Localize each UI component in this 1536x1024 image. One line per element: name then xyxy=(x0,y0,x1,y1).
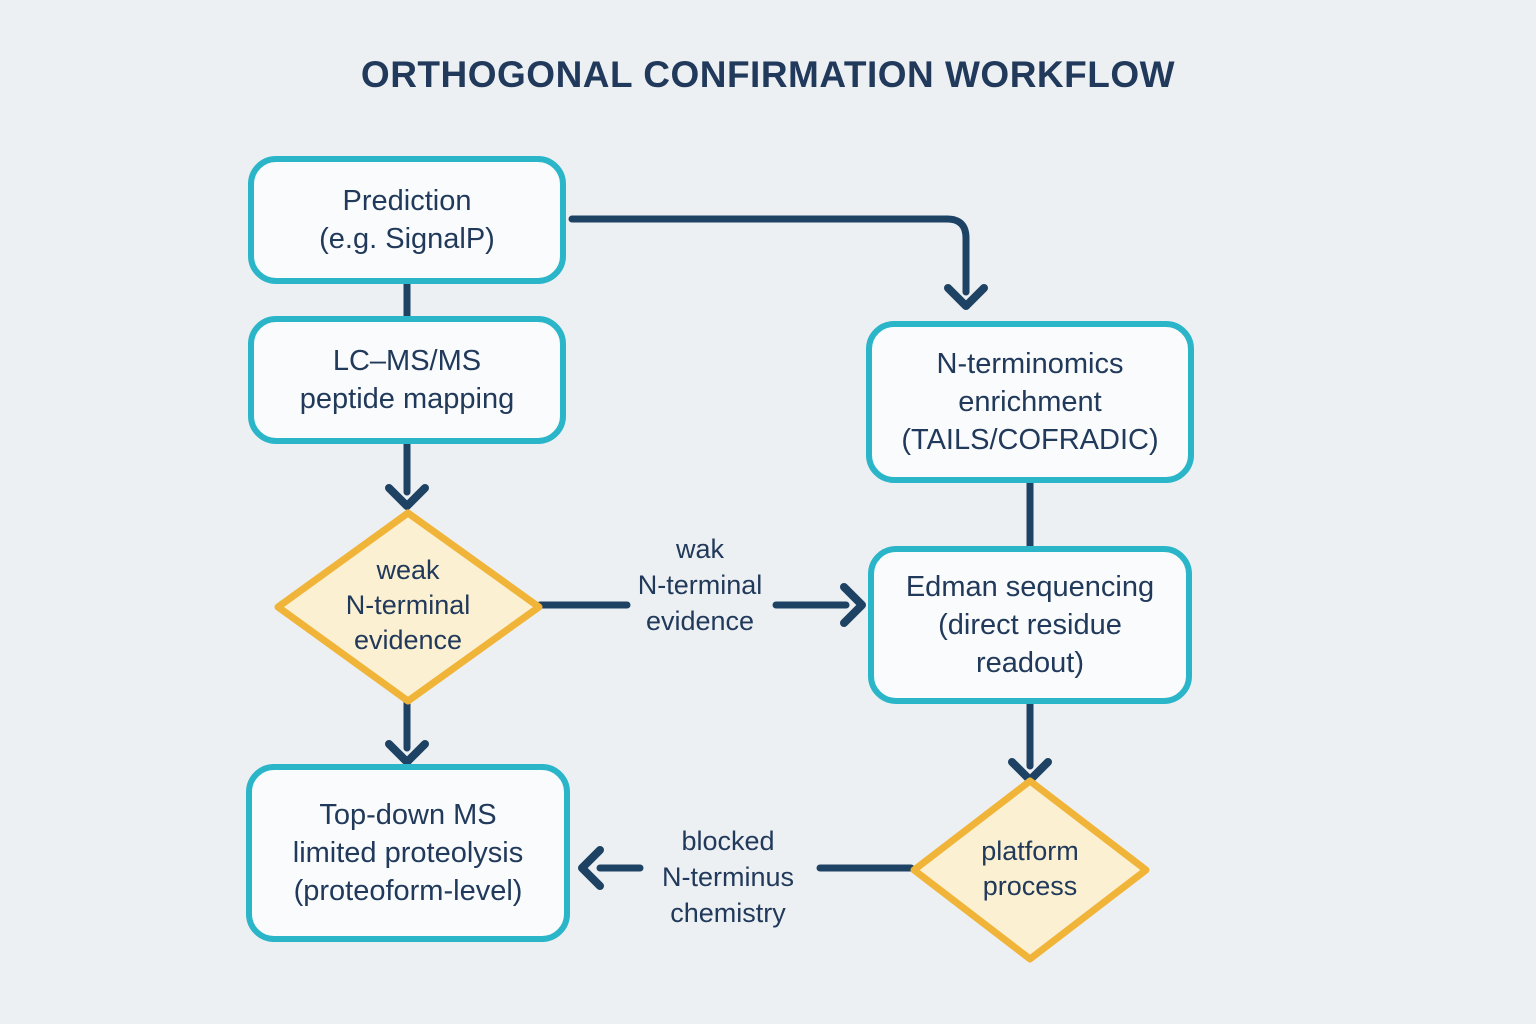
node-lcms-peptide-mapping: LC–MS/MS peptide mapping xyxy=(248,316,566,444)
node-nterminomics-enrichment: N-terminomics enrichment (TAILS/COFRADIC… xyxy=(866,321,1194,483)
text-line: chemistry xyxy=(670,898,786,928)
text-line: N-terminomics xyxy=(936,348,1124,380)
arrow-prediction-to-nterminomics xyxy=(568,215,970,296)
edge-label-weak-to-edman: wak N-terminal evidence xyxy=(600,531,800,639)
diagram-title: ORTHOGONAL CONFIRMATION WORKFLOW xyxy=(360,54,1176,95)
arrowhead-down-icon xyxy=(944,284,988,310)
text-line: evidence xyxy=(645,606,755,636)
decision-weak-evidence-label: weak N-terminal evidence xyxy=(298,553,518,658)
text-line: platform xyxy=(981,836,1079,866)
text-line: enrichment xyxy=(958,386,1102,418)
text-line: Edman sequencing xyxy=(905,571,1155,603)
text-line: (proteoform-level) xyxy=(293,875,523,907)
text-line: Prediction xyxy=(342,185,472,217)
text-line: peptide mapping xyxy=(299,383,515,415)
text-line: wak xyxy=(675,534,724,564)
arrowhead-down-icon xyxy=(385,484,429,510)
decision-platform-shape xyxy=(910,777,1150,963)
node-topdown-ms: Top-down MS limited proteolysis (proteof… xyxy=(246,764,570,942)
text-line: (e.g. SignalP) xyxy=(319,223,495,255)
arrowhead-down-icon xyxy=(385,740,429,766)
text-line: limited proteolysis xyxy=(292,837,524,869)
text-line: blocked xyxy=(681,826,775,856)
text-line: N-terminus xyxy=(661,862,795,892)
text-line: Top-down MS xyxy=(319,799,497,831)
text-line: N-terminal xyxy=(637,570,763,600)
text-line: readout) xyxy=(975,647,1084,679)
text-line: weak xyxy=(376,555,440,585)
text-line: LC–MS/MS xyxy=(332,345,482,377)
text-line: evidence xyxy=(353,625,463,655)
arrowhead-right-icon xyxy=(840,583,866,627)
node-edman-sequencing: Edman sequencing (direct residue readout… xyxy=(868,546,1192,704)
edge-label-platform-to-topdown: blocked N-terminus chemistry xyxy=(628,823,828,931)
text-line: (TAILS/COFRADIC) xyxy=(901,424,1159,456)
decision-weak-evidence-shape xyxy=(274,509,543,705)
arrowhead-left-icon xyxy=(578,846,604,890)
text-line: N-terminal xyxy=(345,590,471,620)
node-prediction: Prediction (e.g. SignalP) xyxy=(248,156,566,284)
text-line: (direct residue xyxy=(938,609,1122,641)
text-line: process xyxy=(982,871,1078,901)
decision-platform-label: platform process xyxy=(920,834,1140,904)
